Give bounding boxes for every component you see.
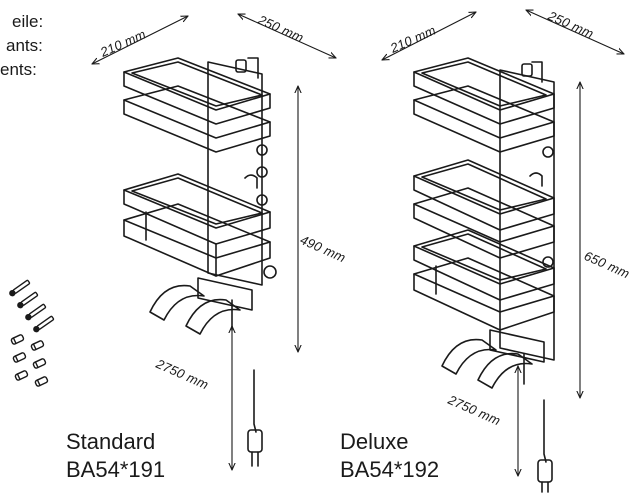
deluxe-dryer-drawing (413, 57, 555, 493)
dimension-lines (91, 9, 625, 477)
deluxe-model-name: Deluxe (340, 429, 409, 454)
parts-label-3: ents: (0, 60, 37, 79)
standard-model-name: Standard (66, 429, 156, 454)
parts-label-1: eile: (12, 12, 44, 31)
parts-label-2: ants: (6, 36, 43, 55)
standard-model-code: BA54*191 (66, 457, 166, 482)
deluxe-model-code: BA54*192 (340, 457, 440, 482)
mounting-screws-icon (9, 279, 55, 387)
standard-dryer-drawing (123, 57, 277, 467)
